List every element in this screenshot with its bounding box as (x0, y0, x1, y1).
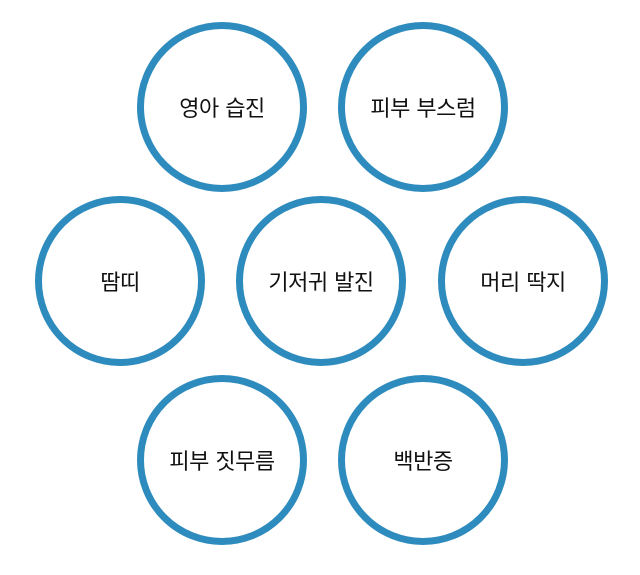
circle-node: 기저귀 발진 (236, 196, 406, 366)
circle-label: 영아 습진 (179, 97, 265, 122)
circle-label: 기저귀 발진 (268, 271, 374, 296)
circle-label: 피부 부스럼 (370, 97, 476, 122)
circle-label: 백반증 (393, 450, 453, 475)
circle-label: 머리 딱지 (480, 271, 566, 296)
circle-label: 땀띠 (100, 271, 140, 296)
circle-node: 영아 습진 (137, 22, 307, 192)
circle-node: 피부 부스럼 (338, 22, 508, 192)
circle-label: 피부 짓무름 (169, 450, 275, 475)
circle-node: 백반증 (338, 375, 508, 545)
circle-node: 머리 딱지 (438, 196, 608, 366)
circle-node: 땀띠 (35, 196, 205, 366)
circle-node: 피부 짓무름 (137, 375, 307, 545)
